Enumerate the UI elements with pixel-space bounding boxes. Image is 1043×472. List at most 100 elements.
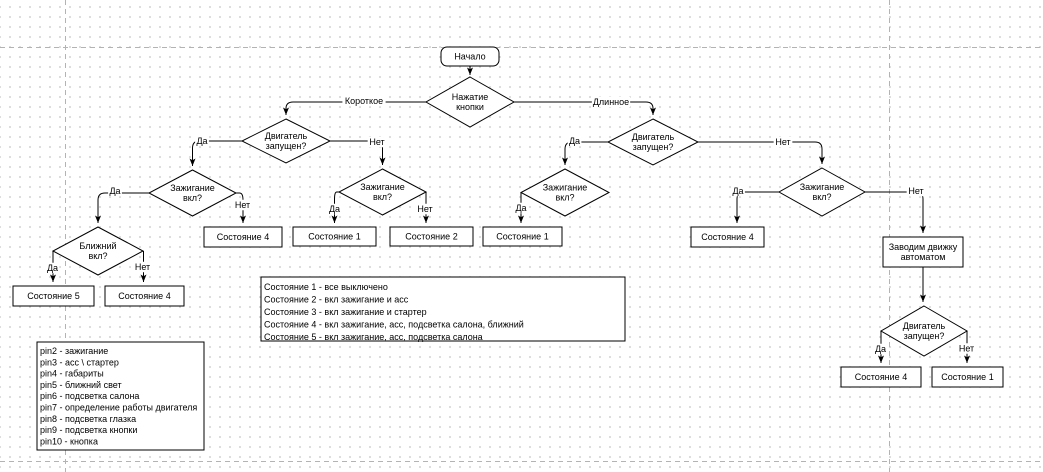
node-low-beam-on-shape[interactable] <box>51 226 145 276</box>
node-autostart-engine-shape[interactable] <box>882 236 964 268</box>
edge-press-short[interactable] <box>283 101 426 115</box>
edge-ignition-right-outer-no[interactable] <box>865 191 926 233</box>
node-autostart-engine-label: автоматом <box>901 252 946 262</box>
node-engine-running-bottom-shape[interactable] <box>880 305 968 357</box>
edge-ignition-left-outer-yes-label-bg <box>108 185 122 197</box>
legend-states-textbox-line: Состояние 4 - вкл зажигание, асс, подсве… <box>264 320 524 330</box>
legend-pins-textbox-shape[interactable] <box>36 341 205 451</box>
legend-states-textbox-line: Состояние 5 - вкл зажигание, асс, подсве… <box>264 332 483 342</box>
edge-press-long-label-bg <box>591 96 631 108</box>
legend-pins-textbox-line: pin6 - подсветка салона <box>40 391 139 401</box>
node-state-1-b-shape[interactable] <box>482 226 563 247</box>
edge-ignition-left-outer-yes[interactable] <box>95 192 149 223</box>
node-engine-running-right-label: запущен? <box>633 142 674 152</box>
edge-engine-right-yes-label: Да <box>569 136 580 146</box>
node-state-1-a[interactable]: Состояние 1 <box>292 226 377 247</box>
node-button-press-decision-label: кнопки <box>456 102 484 112</box>
node-state-1-b-label: Состояние 1 <box>496 232 548 242</box>
edge-ignition-left-outer-yes-label: Да <box>109 186 120 196</box>
node-ignition-on-left-outer-label: вкл? <box>183 193 202 203</box>
node-state-4-b[interactable]: Состояние 4 <box>203 226 283 248</box>
legend-pins-textbox-line: pin10 - кнопка <box>40 436 98 446</box>
node-state-4-a-shape[interactable] <box>104 285 185 307</box>
node-state-1-b[interactable]: Состояние 1 <box>482 226 563 247</box>
node-state-5[interactable]: Состояние 5 <box>12 285 95 307</box>
node-start-shape[interactable] <box>440 46 500 67</box>
node-engine-running-left-label: Двигатель <box>265 131 308 141</box>
edge-ignition-left-inner-yes[interactable] <box>331 191 340 223</box>
edge-ignition-right-outer-no-label: Нет <box>908 186 923 196</box>
edge-ignition-left-inner-no-label-bg <box>415 203 435 215</box>
edge-ignition-left-outer-no-label: Нет <box>235 200 250 210</box>
legend-pins-textbox-line: pin3 - асс \ стартер <box>40 357 119 367</box>
node-engine-running-right-shape[interactable] <box>606 118 700 166</box>
node-state-5-label: Состояние 5 <box>27 291 79 301</box>
edge-ignition-right-outer-no-label-bg <box>906 185 926 197</box>
node-engine-running-left-shape[interactable] <box>240 118 332 164</box>
edge-engine-right-no[interactable] <box>698 141 825 164</box>
node-ignition-on-left-inner-shape[interactable] <box>337 168 428 216</box>
edge-press-long[interactable] <box>514 101 656 115</box>
edge-ignition-right-inner-yes-label: Да <box>515 203 526 213</box>
node-button-press-decision-shape[interactable] <box>424 76 516 128</box>
nodes-layer: НачалоНажатиекнопкиДвигательзапущен?Зажи… <box>12 46 1004 451</box>
node-ignition-on-right-inner-label: вкл? <box>555 193 574 203</box>
node-state-4-c[interactable]: Состояние 4 <box>690 226 765 248</box>
node-state-4-b-shape[interactable] <box>203 226 283 248</box>
node-engine-running-right-label: Двигатель <box>632 132 675 142</box>
legend-pins-textbox-line: pin2 - зажигание <box>40 346 108 356</box>
node-state-1-c-shape[interactable] <box>931 366 1004 388</box>
node-state-4-d[interactable]: Состояние 4 <box>840 366 922 388</box>
edge-press-short-label: Короткое <box>345 96 383 106</box>
edge-ignition-left-outer-no-label-bg <box>233 199 252 211</box>
node-state-4-d-shape[interactable] <box>840 366 922 388</box>
edge-lowbeam-no-label: Нет <box>135 262 150 272</box>
node-ignition-on-left-outer-shape[interactable] <box>147 169 238 217</box>
edge-ignition-right-inner-yes-label-bg <box>514 202 528 214</box>
edge-lowbeam-no-label-bg <box>133 261 152 273</box>
node-state-1-c-label: Состояние 1 <box>941 372 993 382</box>
node-state-4-a[interactable]: Состояние 4 <box>104 285 185 307</box>
edge-engine-bottom-no-label-bg <box>957 343 976 354</box>
node-ignition-on-right-inner-label: Зажигание <box>543 183 588 193</box>
edge-ignition-left-inner-no-label: Нет <box>417 204 432 214</box>
node-ignition-on-left-inner-label: вкл? <box>373 192 392 202</box>
edge-engine-bottom-yes-label-bg <box>873 343 888 355</box>
node-state-5-shape[interactable] <box>12 285 95 307</box>
node-ignition-on-left-inner-label: Зажигание <box>360 182 405 192</box>
node-state-4-c-shape[interactable] <box>690 226 765 248</box>
legend-states-textbox-shape[interactable] <box>260 276 626 342</box>
edge-engine-left-no-label: Нет <box>369 137 384 147</box>
edge-ignition-left-inner-yes-label: Да <box>329 204 340 214</box>
node-low-beam-on-label: Ближний <box>79 241 116 251</box>
node-state-1-c[interactable]: Состояние 1 <box>931 366 1004 388</box>
node-ignition-on-right-inner-shape[interactable] <box>519 168 611 217</box>
node-ignition-on-right-outer-shape[interactable] <box>777 167 867 217</box>
node-state-1-a-label: Состояние 1 <box>308 232 360 242</box>
legend-pins-textbox-line: pin7 - определение работы двигателя <box>40 403 197 413</box>
edge-ignition-right-outer-yes[interactable] <box>734 191 779 223</box>
node-state-1-a-shape[interactable] <box>292 226 377 247</box>
node-start-label: Начало <box>454 52 485 62</box>
node-state-2-shape[interactable] <box>389 226 474 247</box>
edge-engine-right-yes-label-bg <box>567 135 582 147</box>
node-start[interactable]: Начало <box>440 46 500 67</box>
edge-ignition-right-outer-yes-label-bg <box>731 185 745 197</box>
node-state-2[interactable]: Состояние 2 <box>389 226 474 247</box>
node-button-press-decision-label: Нажатие <box>452 92 489 102</box>
